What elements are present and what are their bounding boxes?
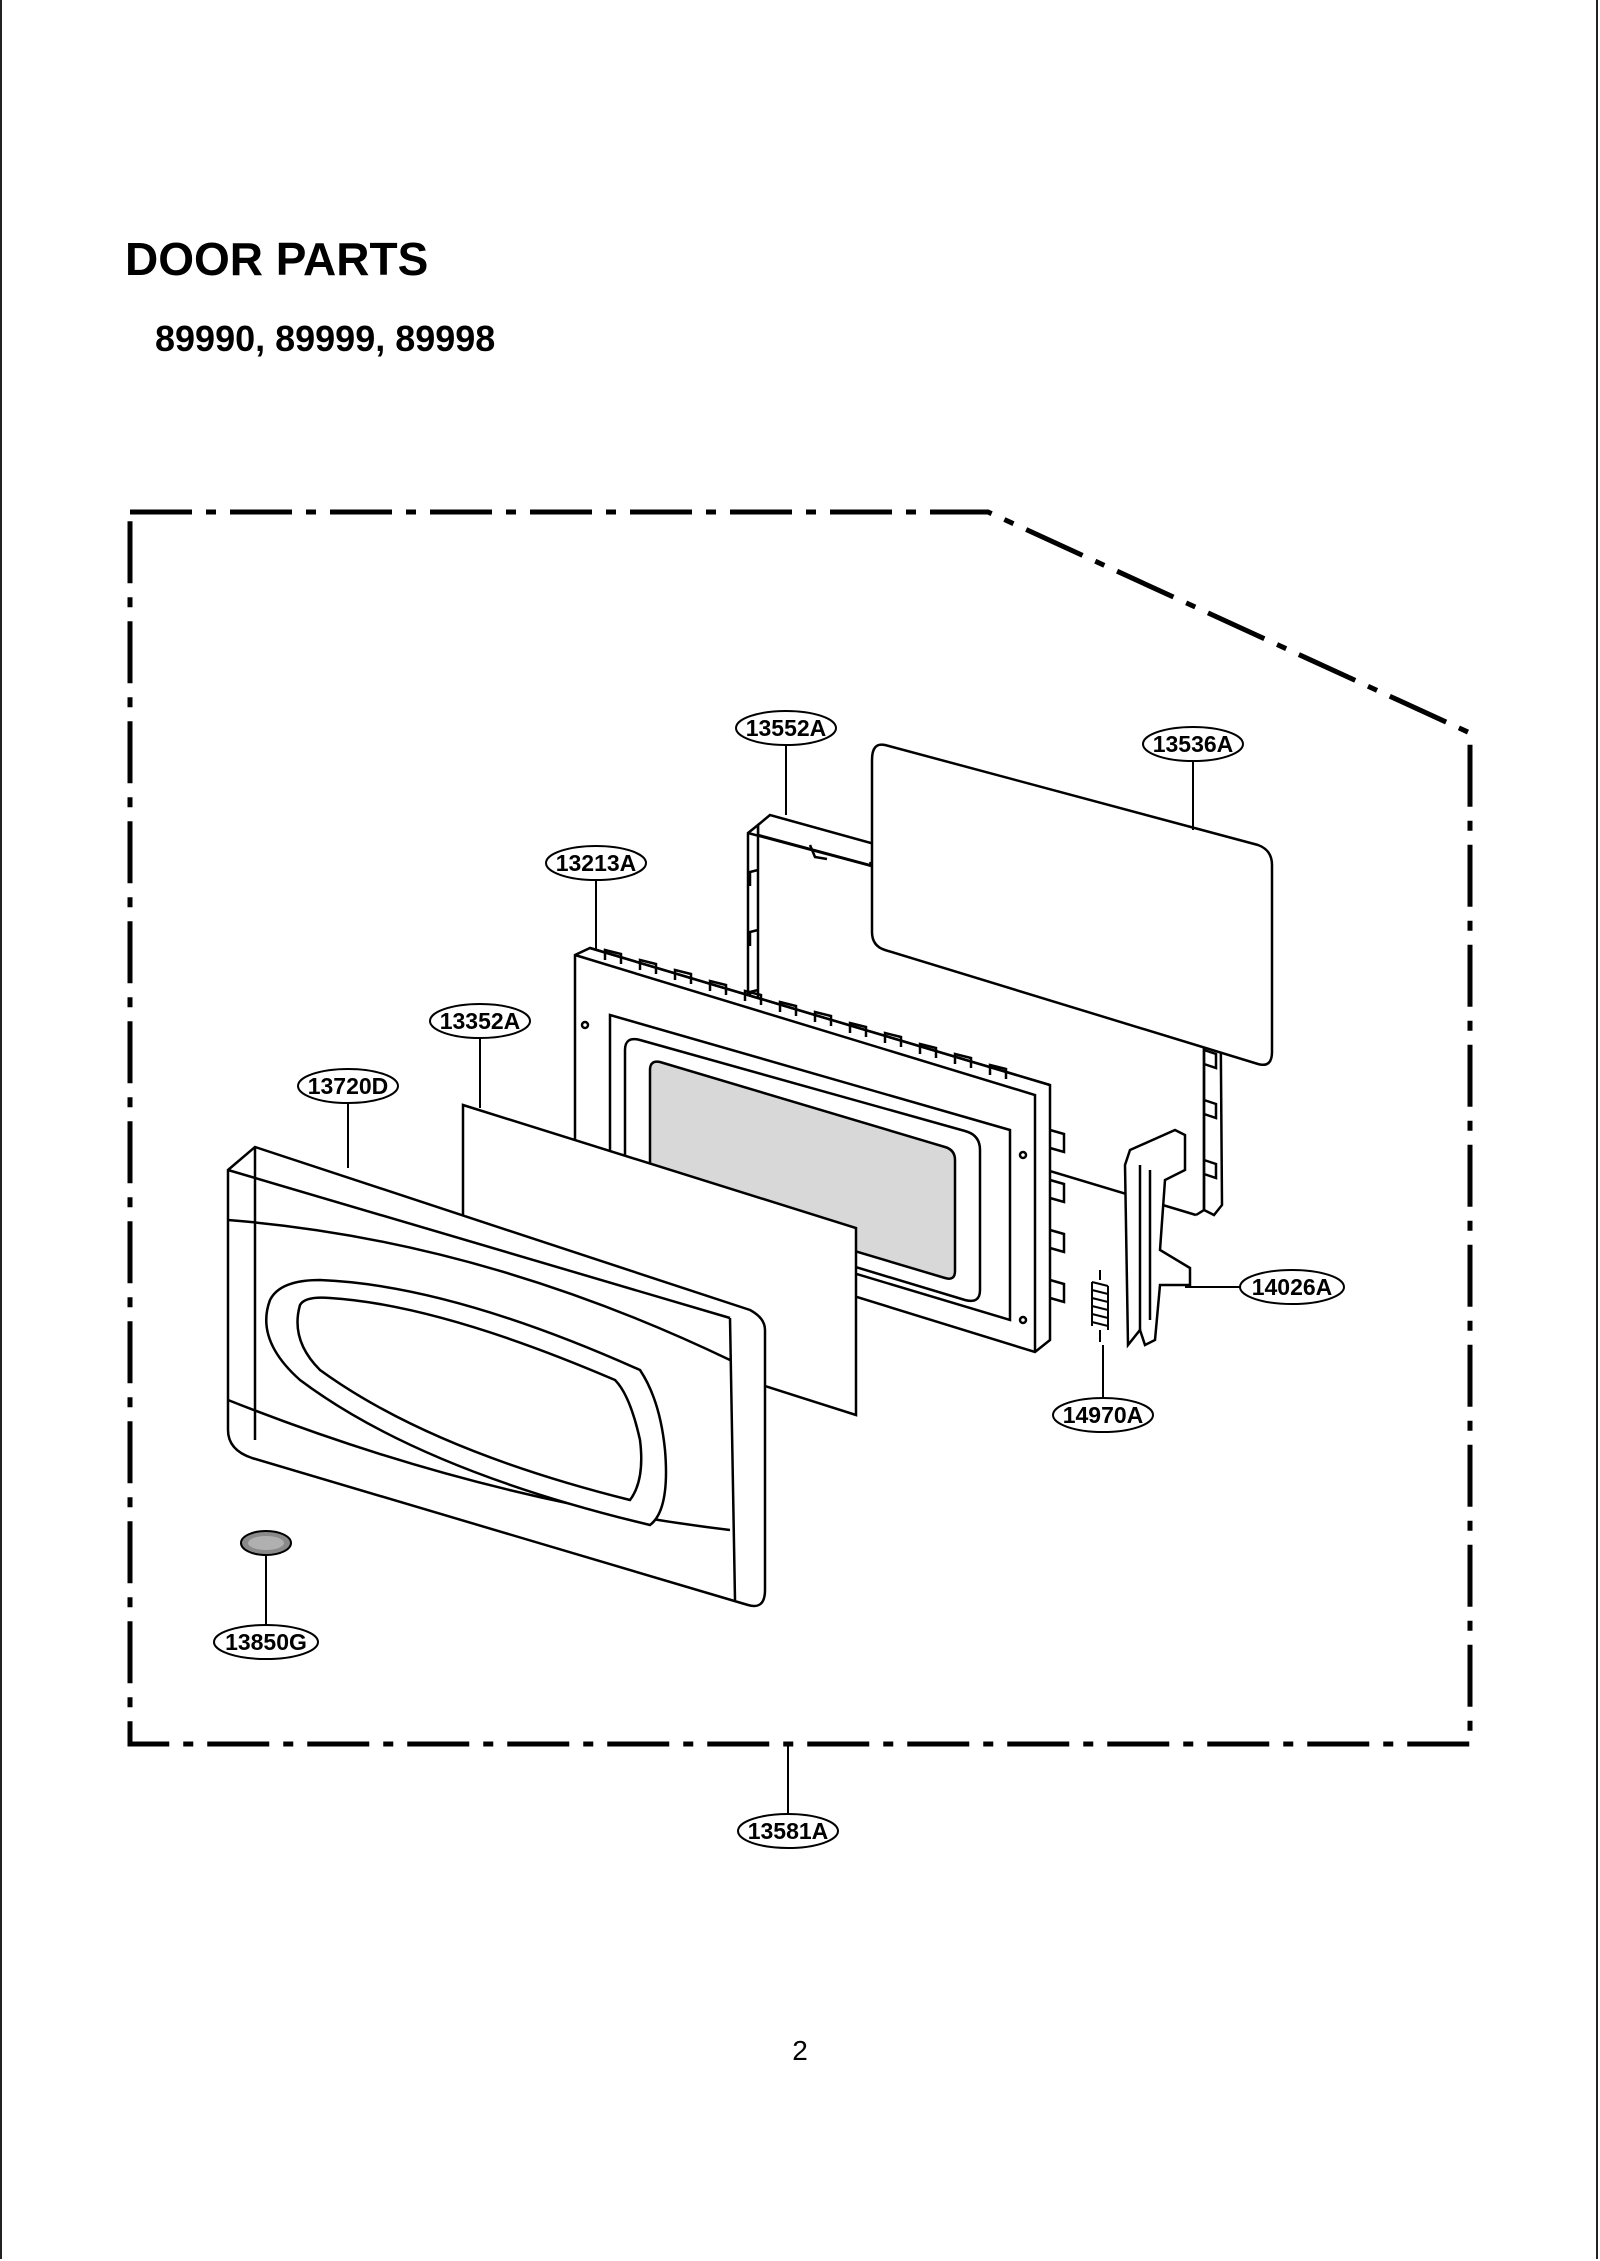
svg-text:13536A: 13536A xyxy=(1153,731,1234,757)
callout-13850G: 13850G xyxy=(213,1624,319,1660)
callout-13536A: 13536A xyxy=(1142,726,1244,762)
svg-text:13720D: 13720D xyxy=(308,1073,389,1099)
callout-13213A: 13213A xyxy=(545,845,647,881)
svg-text:13850G: 13850G xyxy=(225,1629,307,1655)
callout-14970A: 14970A xyxy=(1052,1397,1154,1433)
inner-choke-part xyxy=(573,946,1066,1354)
svg-text:14970A: 14970A xyxy=(1063,1402,1144,1428)
callout-13352A: 13352A xyxy=(429,1003,531,1039)
assembly-boundary xyxy=(127,509,1473,1747)
svg-text:14026A: 14026A xyxy=(1252,1274,1333,1300)
leader-lines xyxy=(265,745,1240,1814)
door-latch-part xyxy=(1123,1128,1192,1349)
spring-part xyxy=(1091,1270,1109,1342)
callout-14026A: 14026A xyxy=(1239,1269,1345,1305)
window-panel-part xyxy=(870,743,1274,1066)
page-number: 2 xyxy=(792,2035,808,2066)
svg-text:13352A: 13352A xyxy=(440,1008,521,1034)
door-front-part xyxy=(226,1145,767,1608)
svg-text:13552A: 13552A xyxy=(746,715,827,741)
callout-13552A: 13552A xyxy=(735,710,837,746)
callout-13720D: 13720D xyxy=(297,1068,399,1104)
svg-text:13581A: 13581A xyxy=(748,1818,829,1844)
svg-text:13213A: 13213A xyxy=(556,850,637,876)
model-numbers: 89990, 89999, 89998 xyxy=(155,318,496,359)
callout-13581A: 13581A xyxy=(737,1813,839,1849)
page-title: DOOR PARTS xyxy=(125,233,429,285)
badge-part xyxy=(240,1530,292,1556)
